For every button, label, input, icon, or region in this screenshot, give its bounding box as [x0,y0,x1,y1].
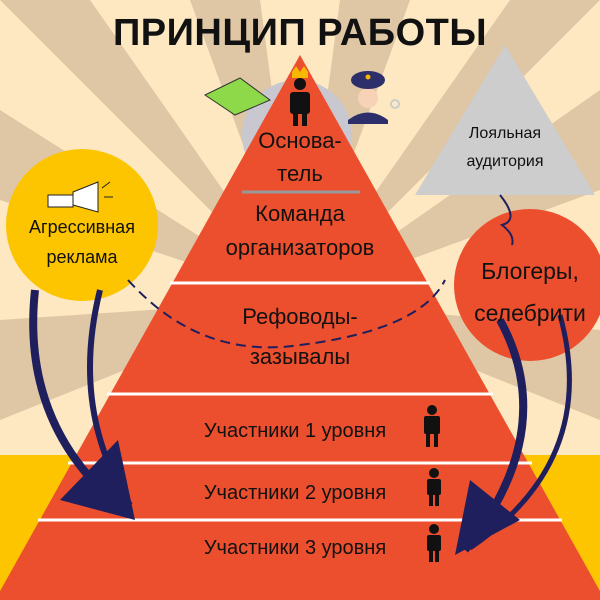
team-label: Команда организаторов [200,197,400,265]
team-line-1: Команда [255,201,345,226]
money-icon [203,77,272,116]
founder-person-icon [290,66,310,126]
audience-line-2: аудитория [466,153,544,170]
referrers-label: Рефоводы- зазывалы [200,297,400,377]
referrers-line-2: зазывалы [249,344,351,369]
megaphone-icon [47,181,113,213]
ads-label: Агрессивная реклама [7,212,157,272]
audience-triangle [415,45,595,195]
police-icon [348,71,400,124]
level1-label: Участники 1 уровня [203,420,387,442]
bloggers-line-1: Блогеры, [481,258,579,284]
founder-label: Основа- тель [230,124,370,190]
page-title: ПРИНЦИП РАБОТЫ [112,12,488,54]
audience-label: Лояльная аудитория [430,120,580,176]
level2-label: Участники 2 уровня [203,482,387,504]
ads-circle [6,149,158,301]
arrowhead-left [60,440,135,520]
bloggers-line-2: селебрити [474,300,586,326]
ads-line-2: реклама [46,247,118,267]
person-icons [424,405,441,562]
bloggers-label: Блогеры, селебрити [450,250,600,334]
level3-label: Участники 3 уровня [203,537,387,559]
ads-line-1: Агрессивная [29,217,135,237]
team-line-2: организаторов [225,235,375,260]
referrers-line-1: Рефоводы- [242,304,358,329]
founder-line-1: Основа- [258,128,342,153]
arrowhead-right [455,480,520,555]
audience-line-1: Лояльная [468,125,542,142]
founder-line-2: тель [277,161,323,186]
